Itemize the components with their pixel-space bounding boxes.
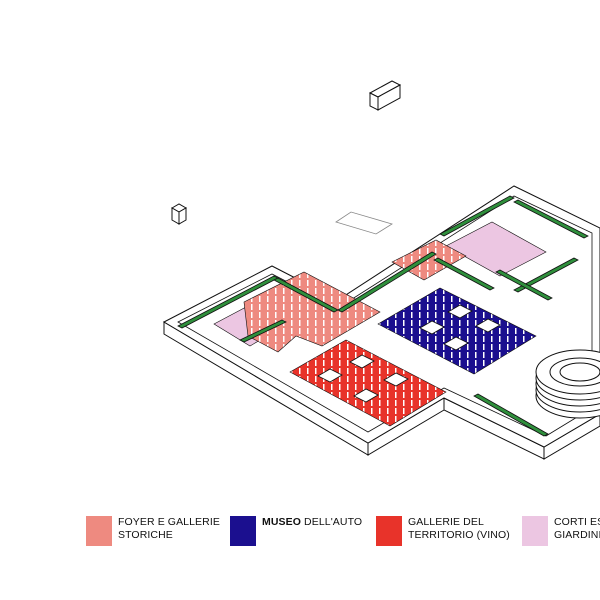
legend-label-museo: MUSEO DELL'AUTO	[262, 516, 362, 529]
circular-ramp	[535, 349, 600, 419]
axonometric-plan-drawing	[162, 80, 600, 460]
legend-swatch-vino	[376, 516, 402, 546]
legend-label-foyer-line1: FOYER E GALLERIE	[118, 516, 220, 528]
floating-block-small	[170, 203, 188, 225]
legend-item-museo: MUSEO DELL'AUTO	[230, 516, 362, 546]
museo-blocks	[419, 304, 501, 351]
legend-label-foyer: FOYER E GALLERIE STORICHE	[118, 516, 220, 542]
legend-label-corti-line1: CORTI ES	[554, 516, 600, 528]
legend-label-vino-line1: GALLERIE DEL	[408, 516, 484, 528]
floating-block-large	[368, 80, 402, 111]
legend-item-corti: CORTI ES GIARDINI	[522, 516, 600, 546]
green-planters	[177, 195, 589, 437]
legend-label-vino-line2: TERRITORIO (VINO)	[408, 529, 510, 541]
legend-swatch-foyer	[86, 516, 112, 546]
courtyard-north	[445, 221, 547, 277]
legend-swatch-corti	[522, 516, 548, 546]
zone-vino	[289, 339, 447, 427]
legend-label-museo-line1: MUSEO DELL'AUTO	[262, 516, 362, 529]
zone-foyer	[243, 271, 381, 353]
zone-museo	[377, 287, 537, 375]
legend-item-foyer: FOYER E GALLERIE STORICHE	[86, 516, 220, 546]
legend-label-corti: CORTI ES GIARDINI	[554, 516, 600, 542]
legend-label-vino: GALLERIE DEL TERRITORIO (VINO)	[408, 516, 510, 542]
legend-label-corti-line2: GIARDINI	[554, 529, 600, 541]
vino-blocks	[317, 354, 409, 403]
legend-label-foyer-line2: STORICHE	[118, 529, 173, 541]
legend-swatch-museo	[230, 516, 256, 546]
legend-label-museo-bold: MUSEO	[262, 516, 302, 528]
legend: FOYER E GALLERIE STORICHE MUSEO DELL'AUT…	[0, 516, 600, 576]
legend-item-vino: GALLERIE DEL TERRITORIO (VINO)	[376, 516, 510, 546]
legend-label-museo-rest: DELL'AUTO	[301, 516, 363, 528]
ghost-outline	[335, 211, 393, 235]
